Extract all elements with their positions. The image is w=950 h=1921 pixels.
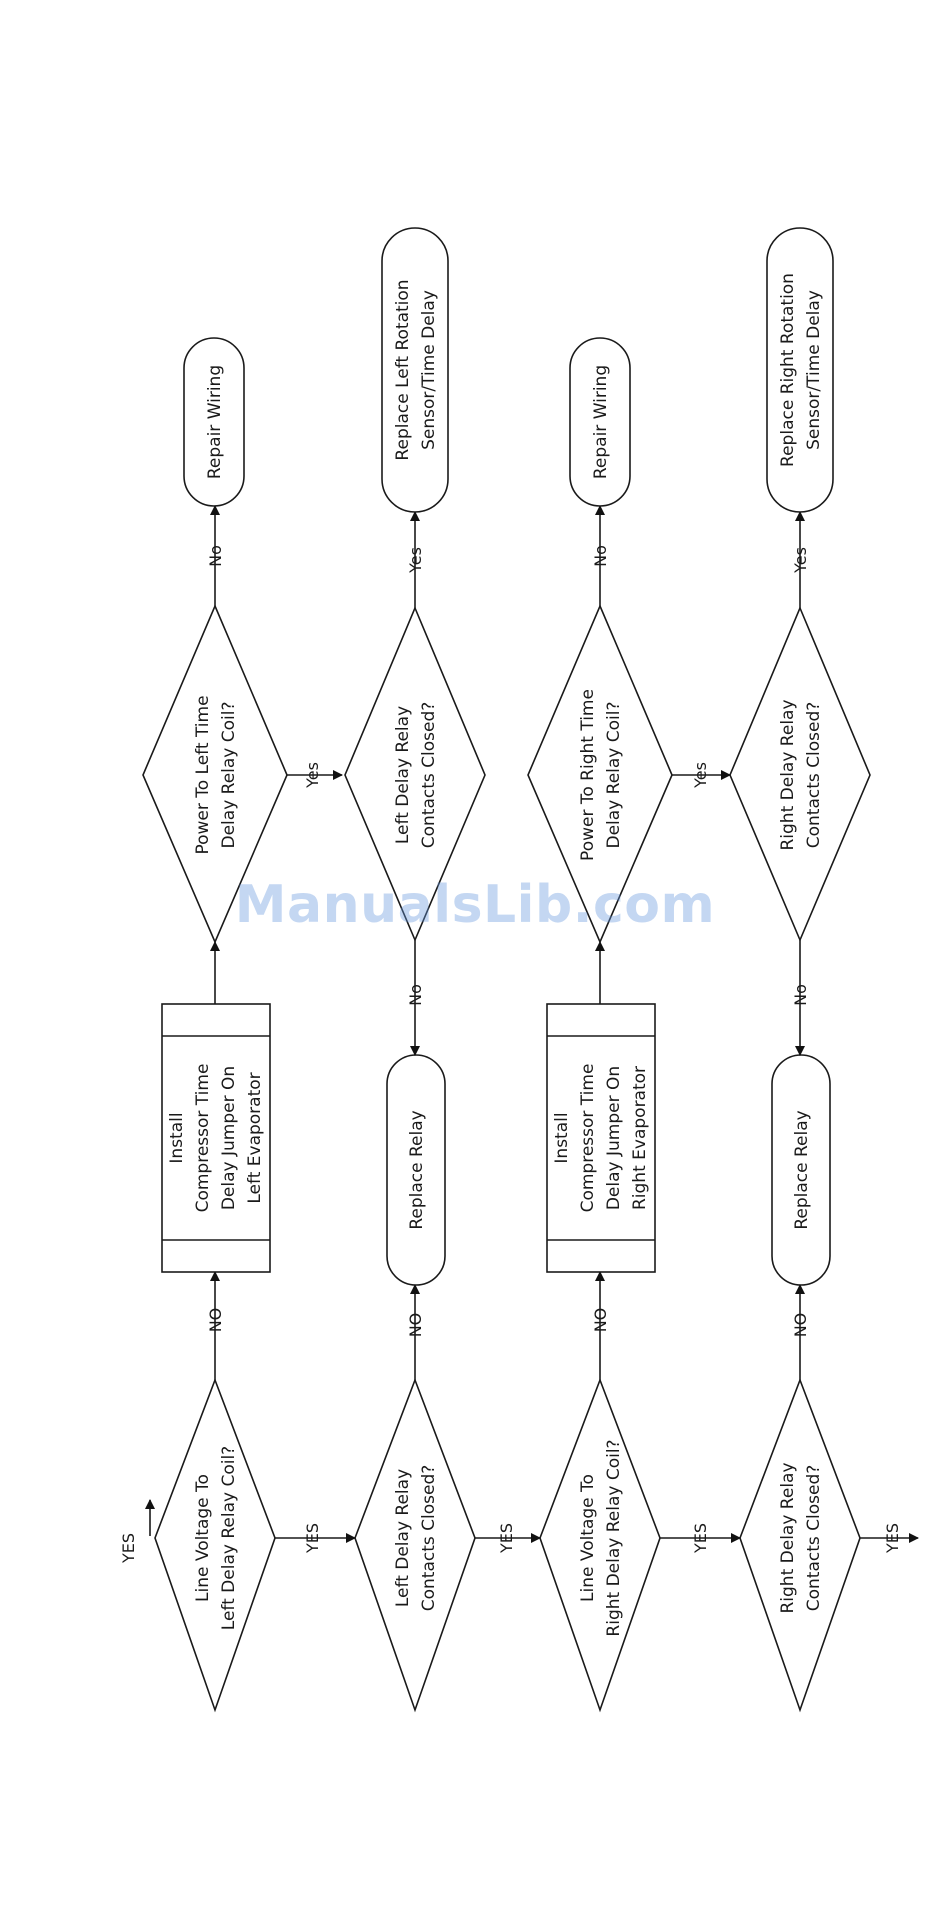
decision-power-left: [142, 603, 288, 945]
node-label-line: Replace Relay: [407, 1110, 427, 1229]
node-label-q-contacts-left-b: Left Delay Relay Contacts Closed?: [393, 702, 439, 849]
decision-power-right: [527, 603, 673, 945]
node-label-line: Repair Wiring: [205, 365, 225, 479]
terminal-repair-wiring-left: [183, 337, 245, 507]
node-label-t-repair-left: Repair Wiring: [205, 365, 225, 479]
process-install-jumper-left: [161, 1003, 271, 1273]
node-label-line: Contacts Closed?: [419, 702, 439, 849]
edge-label-r2-contacts-yes: Yes: [406, 547, 425, 574]
decision-contacts-right-b: [729, 605, 871, 943]
node-label-t-relay-left: Replace Relay: [407, 1110, 427, 1229]
node-label-line: Delay Jumper On: [219, 1066, 239, 1210]
edge-label-entry-yes: YES: [119, 1533, 138, 1564]
terminal-replace-sensor-right: [766, 227, 834, 513]
node-label-q-contacts-right-a: Right Delay Relay Contacts Closed?: [778, 1462, 824, 1613]
node-label-line: Left Delay Relay Coil?: [219, 1446, 239, 1630]
node-label-line: Sensor/Time Delay: [804, 290, 824, 450]
node-label-q-line-left: Line Voltage To Left Delay Relay Coil?: [193, 1446, 239, 1630]
process-install-jumper-right: [546, 1003, 656, 1273]
node-label-t-sensor-right: Replace Right Rotation Sensor/Time Delay: [778, 273, 824, 467]
node-label-line: Compressor Time: [578, 1064, 598, 1213]
edge-label-r2-contacts-no: No: [406, 984, 425, 1006]
node-label-q-line-right: Line Voltage To Right Delay Relay Coil?: [578, 1439, 624, 1636]
node-label-q-power-right: Power To Right Time Delay Relay Coil?: [578, 689, 624, 861]
node-label-line: Delay Relay Coil?: [604, 701, 624, 848]
decision-line-voltage-right: [539, 1377, 661, 1713]
decision-contacts-left-a: [354, 1377, 476, 1713]
edge-label-r1-power-yes: Yes: [303, 762, 322, 789]
decision-contacts-left-b: [344, 605, 486, 943]
edge-label-r4-no: NO: [791, 1313, 810, 1338]
edge-label-r2-yes: YES: [497, 1523, 516, 1554]
node-label-line: Line Voltage To: [193, 1474, 213, 1602]
edge-label-r1-power-no: No: [206, 545, 225, 567]
node-label-line: Power To Right Time: [578, 689, 598, 861]
node-label-line: Sensor/Time Delay: [419, 290, 439, 450]
node-label-line: Right Delay Relay: [778, 1462, 798, 1613]
node-label-line: Replace Right Rotation: [778, 273, 798, 467]
node-label-line: Install: [167, 1112, 187, 1163]
edge-label-r2-no: NO: [406, 1313, 425, 1338]
node-label-box-install-left: Install Compressor Time Delay Jumper On Lef…: [167, 1064, 265, 1213]
node-label-line: Contacts Closed?: [804, 702, 824, 849]
terminal-repair-wiring-right: [569, 337, 631, 507]
node-label-line: Contacts Closed?: [804, 1465, 824, 1612]
node-label-line: Delay Jumper On: [604, 1066, 624, 1210]
node-label-line: Line Voltage To: [578, 1474, 598, 1602]
node-label-q-contacts-left-a: Left Delay Relay Contacts Closed?: [393, 1465, 439, 1612]
node-label-line: Right Evaporator: [630, 1066, 650, 1210]
edge-label-r4-contacts-no: No: [791, 984, 810, 1006]
node-label-t-sensor-left: Replace Left Rotation Sensor/Time Delay: [393, 279, 439, 460]
node-label-t-repair-right: Repair Wiring: [591, 365, 611, 479]
edge-label-r3-yes: YES: [691, 1523, 710, 1554]
node-label-line: Contacts Closed?: [419, 1465, 439, 1612]
node-label-line: Install: [552, 1112, 572, 1163]
node-label-line: Right Delay Relay Coil?: [604, 1439, 624, 1636]
node-label-line: Compressor Time: [193, 1064, 213, 1213]
node-label-line: Repair Wiring: [591, 365, 611, 479]
edge-label-r3-no: NO: [591, 1308, 610, 1333]
decision-contacts-right-a: [739, 1377, 861, 1713]
node-label-line: Left Delay Relay: [393, 1469, 413, 1607]
node-label-line: Replace Relay: [792, 1110, 812, 1229]
node-label-line: Power To Left Time: [193, 695, 213, 854]
edge-label-r1-no: NO: [206, 1308, 225, 1333]
node-label-line: Left Delay Relay: [393, 706, 413, 844]
node-label-q-contacts-right-b: Right Delay Relay Contacts Closed?: [778, 699, 824, 850]
edge-label-r3-power-no: No: [591, 545, 610, 567]
node-label-t-relay-right: Replace Relay: [792, 1110, 812, 1229]
node-label-box-install-right: Install Compressor Time Delay Jumper On Rig…: [552, 1064, 650, 1213]
node-label-line: Replace Left Rotation: [393, 279, 413, 460]
node-label-q-power-left: Power To Left Time Delay Relay Coil?: [193, 695, 239, 854]
node-label-line: Delay Relay Coil?: [219, 701, 239, 848]
node-label-line: Left Evaporator: [245, 1072, 265, 1203]
decision-line-voltage-left: [154, 1377, 276, 1713]
edge-label-r3-power-yes: Yes: [691, 762, 710, 789]
edge-label-r1-yes: YES: [303, 1523, 322, 1554]
edge-label-r4-contacts-yes: Yes: [791, 547, 810, 574]
terminal-replace-sensor-left: [381, 227, 449, 513]
node-label-line: Right Delay Relay: [778, 699, 798, 850]
edge-label-r4-yes: YES: [883, 1523, 902, 1554]
